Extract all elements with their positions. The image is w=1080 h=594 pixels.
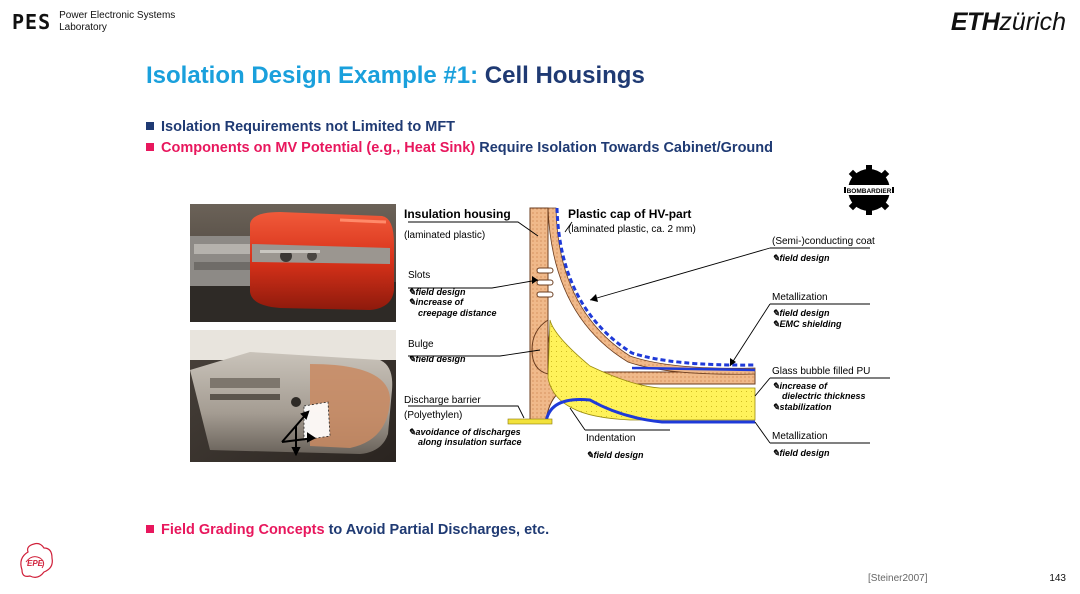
bombardier-text: BOMBARDIER [847, 188, 892, 195]
pencil-icon: ✎ [408, 354, 416, 364]
bullet-item-1: Isolation Requirements not Limited to MF… [146, 117, 773, 138]
citation: [Steiner2007] [868, 573, 928, 584]
bullet-square-icon [146, 525, 154, 533]
bullet-item-3: Field Grading Concepts to Avoid Partial … [146, 522, 549, 538]
label-semi-coat: (Semi-)conducting coat [772, 236, 875, 247]
bullet-2-highlight: Components on MV Potential (e.g., Heat S… [161, 140, 476, 156]
epe-logo-text: EPE [27, 559, 44, 568]
pencil-icon: ✎ [408, 287, 416, 297]
bullet-1-text: Isolation Requirements not Limited to MF… [161, 119, 456, 135]
bulge-note-1-text: field design [416, 354, 467, 364]
indentation-note-1: ✎field design [586, 450, 644, 460]
metallization-top-line [631, 366, 756, 372]
pencil-icon: ✎ [408, 427, 416, 437]
glass-note-2: dielectric thickness [782, 391, 866, 401]
pes-lab-line1: Power Electronic Systems [59, 10, 176, 21]
discharge-note-2: along insulation surface [418, 437, 522, 447]
bullet-2-text: Require Isolation Towards Cabinet/Ground [479, 140, 773, 156]
label-discharge-barrier: Discharge barrier [404, 395, 481, 406]
label-glass-bubble: Glass bubble filled PU [772, 366, 870, 377]
label-insulation-housing: Insulation housing [404, 207, 511, 221]
pencil-icon: ✎ [772, 448, 780, 458]
bullet-list: Isolation Requirements not Limited to MF… [146, 117, 773, 159]
glass-note-3: ✎stabilization [772, 402, 832, 412]
pencil-icon: ✎ [772, 319, 780, 329]
slide-title-part1: Isolation Design Example #1: [146, 62, 479, 89]
pencil-icon: ✎ [408, 297, 416, 307]
glass-note-1: ✎increase of [772, 381, 828, 391]
metal2-note-1: ✎field design [772, 448, 830, 458]
slide-title-part2: Cell Housings [484, 62, 645, 89]
bulge-note-1: ✎field design [408, 354, 466, 364]
label-plastic-cap-sub: (laminated plastic, ca. 2 mm) [568, 224, 696, 235]
glass-note-3-text: stabilization [780, 402, 833, 412]
slide-title: Isolation Design Example #1: Cell Housin… [146, 62, 645, 90]
label-metallization-bottom: Metallization [772, 431, 828, 442]
pencil-icon: ✎ [772, 308, 780, 318]
slots-note-1-text: field design [416, 287, 467, 297]
label-indentation: Indentation [586, 433, 636, 444]
bombardier-logo: BOMBARDIER [844, 165, 894, 215]
bullet-item-2: Components on MV Potential (e.g., Heat S… [146, 138, 773, 159]
label-slots: Slots [408, 270, 430, 281]
pencil-icon: ✎ [586, 450, 594, 460]
bullet-square-icon [146, 143, 154, 151]
pes-lab-name: Power Electronic Systems Laboratory [59, 10, 175, 34]
slots-note-2: ✎increase of [408, 297, 464, 307]
eth-logo: ETHzürich [951, 8, 1066, 37]
pencil-icon: ✎ [772, 402, 780, 412]
metal-note-2: ✎EMC shielding [772, 319, 842, 329]
indentation-note-1-text: field design [594, 450, 645, 460]
semiconducting-coat-line [555, 207, 756, 367]
eth-logo-bold: ETH [950, 8, 1000, 36]
metal-note-1: ✎field design [772, 308, 830, 318]
slots-note-2-text: increase of [416, 297, 465, 307]
bullet-3-text: to Avoid Partial Discharges, etc. [328, 522, 550, 538]
pes-logo: PES Power Electronic Systems Laboratory [12, 10, 175, 34]
eth-logo-light: zürich [999, 8, 1066, 36]
pencil-icon: ✎ [772, 253, 780, 263]
discharge-note-1-text: avoidance of discharges [416, 427, 521, 437]
bulge-shape [531, 319, 549, 375]
cross-section-diagram: BOMBARDIER [404, 165, 894, 460]
semi-coat-note-1-text: field design [780, 253, 831, 263]
discharge-note-1: ✎avoidance of discharges [408, 427, 521, 437]
metallization-bottom-line [544, 397, 755, 424]
label-insulation-housing-sub: (laminated plastic) [404, 230, 485, 241]
pes-mark: PES [12, 10, 52, 34]
page-number: 143 [1049, 573, 1066, 584]
bullet-3-highlight: Field Grading Concepts [161, 522, 325, 538]
metal2-note-1-text: field design [780, 448, 831, 458]
pes-lab-line2: Laboratory [59, 22, 107, 33]
metal-note-1-text: field design [780, 308, 831, 318]
epe-logo: EPE [20, 542, 53, 578]
pencil-icon: ✎ [772, 381, 780, 391]
metal-note-2-text: EMC shielding [780, 319, 843, 329]
label-plastic-cap: Plastic cap of HV-part [568, 207, 691, 221]
glass-note-1-text: increase of [780, 381, 829, 391]
discharge-barrier-shape [507, 418, 553, 425]
glass-bubble-pu-shape [547, 319, 756, 421]
photo-red-cell-housing [190, 204, 396, 322]
bullet-square-icon [146, 122, 154, 130]
plastic-cap-band [547, 207, 756, 375]
photo-grey-cell-housing [190, 330, 396, 462]
slots-note-1: ✎field design [408, 287, 466, 297]
slots-note-3: creepage distance [418, 308, 497, 318]
label-discharge-barrier-sub: (Polyethylen) [404, 410, 462, 421]
label-metallization-top: Metallization [772, 292, 828, 303]
semi-coat-note-1: ✎field design [772, 253, 830, 263]
label-bulge: Bulge [408, 339, 434, 350]
